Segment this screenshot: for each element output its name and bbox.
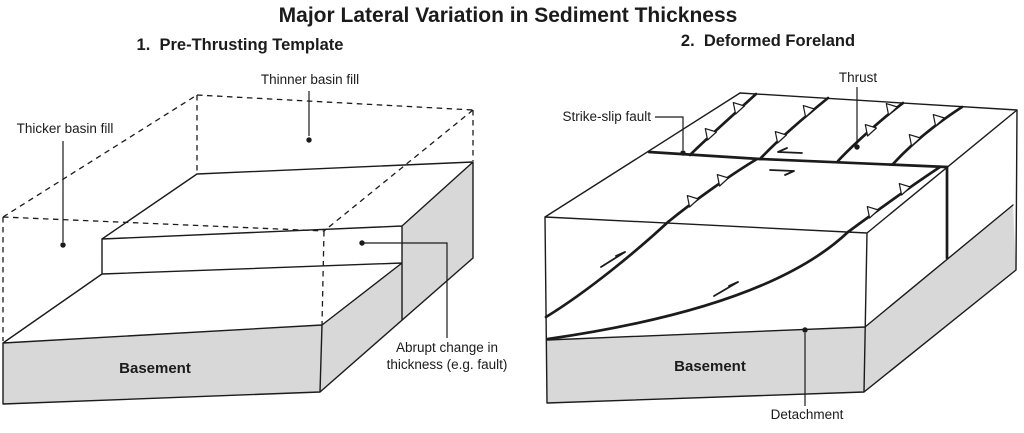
abrupt-change-dot xyxy=(359,240,365,246)
detachment-dot xyxy=(802,327,808,333)
panel1-title: 1. Pre-Thrusting Template xyxy=(137,36,344,54)
template-dashed-outline xyxy=(2,94,474,341)
basement-label-left: Basement xyxy=(119,360,191,377)
thicker-basin-fill-dot xyxy=(60,242,66,248)
basement-right-end-face-front xyxy=(320,263,402,392)
abrupt-change-leader xyxy=(364,242,448,338)
thrust-teeth xyxy=(686,101,946,219)
thrust-front-1-face-curve xyxy=(544,220,670,319)
thrust-back-2 xyxy=(758,96,830,161)
abrupt-change-label-line1: Abrupt change in xyxy=(396,340,498,355)
panel-deformed-foreland: 2. Deformed Foreland xyxy=(544,32,1018,422)
panel-pre-thrusting: 1. Pre-Thrusting Template Thicker basin … xyxy=(2,36,508,405)
thinner-basin-fill-label: Thinner basin fill xyxy=(261,72,359,87)
strike-slip-label: Strike-slip fault xyxy=(562,109,651,124)
detachment-label: Detachment xyxy=(771,407,844,422)
right-end-face-basement xyxy=(864,205,1016,392)
thrust-label: Thrust xyxy=(839,70,878,85)
foreland-block-edges xyxy=(544,92,1018,404)
right-end-face-fill xyxy=(865,110,1017,327)
thrust-back-1 xyxy=(688,92,758,157)
strike-slip-dot xyxy=(680,150,686,156)
main-title: Major Lateral Variation in Sediment Thic… xyxy=(279,4,738,27)
block-solid-edges xyxy=(2,161,474,405)
strike-slip-leader xyxy=(655,116,684,150)
thinner-basin-fill-dot xyxy=(306,137,312,143)
basement-front-face-right-panel xyxy=(547,327,865,403)
basement-label-right: Basement xyxy=(674,358,746,375)
block-right-end-face xyxy=(402,162,473,320)
thrust-front-2-top xyxy=(846,165,942,234)
top-surface xyxy=(545,93,1017,233)
basement-front-face xyxy=(3,325,322,404)
front-face-slip-arrows xyxy=(600,251,739,297)
thrust-front-2-face-curve xyxy=(546,230,850,341)
strike-slip-arrows xyxy=(769,147,803,176)
thicker-basin-fill-label: Thicker basin fill xyxy=(17,121,114,136)
panel2-title: 2. Deformed Foreland xyxy=(681,32,855,50)
thrust-back-4 xyxy=(891,105,964,166)
front-face-fill xyxy=(545,217,867,340)
thrust-front-1-top xyxy=(666,157,759,224)
thrust-dot xyxy=(854,144,860,150)
abrupt-change-label-line2: thickness (e.g. fault) xyxy=(387,357,508,372)
